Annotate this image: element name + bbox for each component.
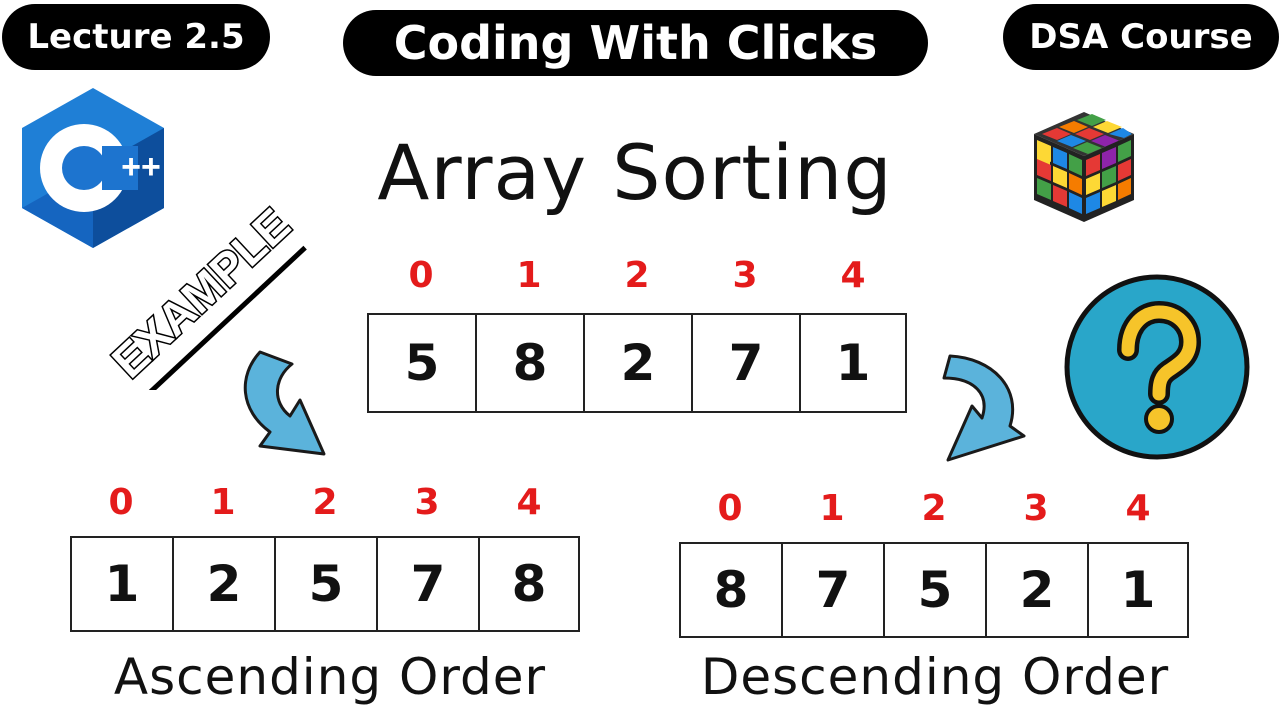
index-label: 2 <box>921 488 947 529</box>
index-label: 0 <box>717 488 743 529</box>
array-cell: 1 <box>70 536 172 632</box>
ascending-label: Ascending Order <box>113 648 547 706</box>
ascending-array: 1 2 5 7 8 <box>70 536 580 632</box>
index-label: 0 <box>108 482 134 523</box>
channel-title: Coding With Clicks <box>343 10 928 76</box>
course-badge: DSA Course <box>1003 4 1279 70</box>
array-cell: 2 <box>583 313 691 413</box>
index-label: 2 <box>312 482 338 523</box>
index-label: 0 <box>408 255 434 296</box>
array-cell: 2 <box>985 542 1087 638</box>
array-cell: 8 <box>478 536 580 632</box>
array-cell: 5 <box>274 536 376 632</box>
descending-label: Descending Order <box>700 648 1170 706</box>
arrow-to-ascending-icon <box>243 350 326 456</box>
array-cell: 5 <box>367 313 475 413</box>
index-label: 3 <box>414 482 440 523</box>
array-cell: 1 <box>1087 542 1189 638</box>
index-label: 3 <box>732 255 758 296</box>
lecture-badge: Lecture 2.5 <box>2 4 270 70</box>
original-array: 5 8 2 7 1 <box>367 313 907 413</box>
ascending-index-row: 0 1 2 3 4 <box>70 482 580 523</box>
array-cell: 2 <box>172 536 274 632</box>
index-label: 2 <box>624 255 650 296</box>
array-cell: 8 <box>475 313 583 413</box>
array-cell: 1 <box>799 313 907 413</box>
index-label: 4 <box>516 482 542 523</box>
index-label: 1 <box>210 482 236 523</box>
descending-array: 8 7 5 2 1 <box>679 542 1189 638</box>
question-mark-icon <box>1064 274 1250 460</box>
arrow-to-descending-icon <box>942 354 1026 462</box>
index-label: 3 <box>1023 488 1049 529</box>
array-cell: 7 <box>691 313 799 413</box>
original-index-row: 0 1 2 3 4 <box>367 255 907 296</box>
array-cell: 7 <box>781 542 883 638</box>
array-cell: 7 <box>376 536 478 632</box>
array-cell: 8 <box>679 542 781 638</box>
array-cell: 5 <box>883 542 985 638</box>
index-label: 1 <box>819 488 845 529</box>
index-label: 4 <box>840 255 866 296</box>
cpp-plus-text: ++ <box>121 148 161 186</box>
index-label: 1 <box>516 255 542 296</box>
descending-index-row: 0 1 2 3 4 <box>679 488 1189 529</box>
index-label: 4 <box>1125 488 1151 529</box>
rubiks-cube-icon <box>1034 112 1134 222</box>
cpp-logo-icon: ++ <box>22 88 164 248</box>
page-title: Array Sorting <box>377 128 893 217</box>
